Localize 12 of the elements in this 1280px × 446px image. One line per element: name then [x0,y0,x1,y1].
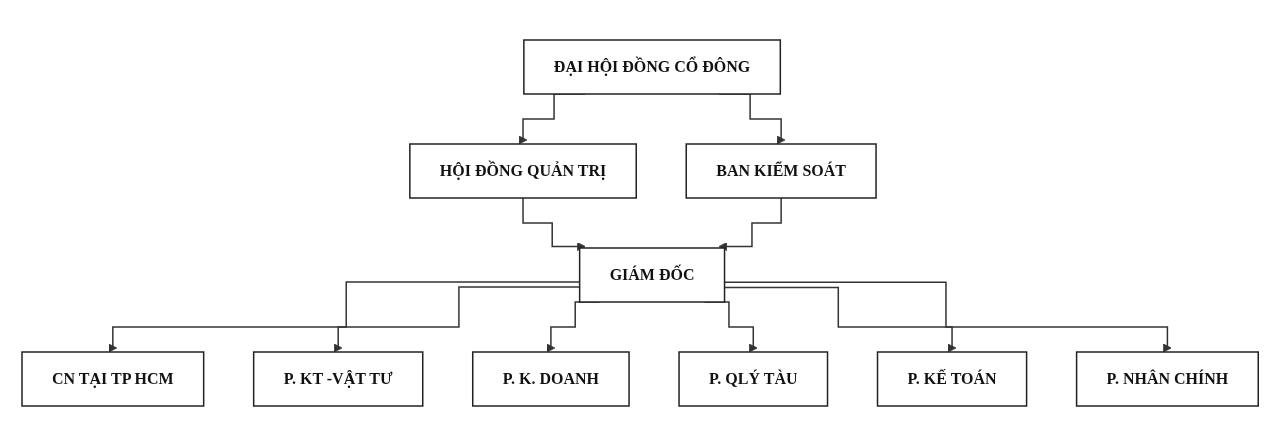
node-box: HỘI ĐỒNG QUẢN TRỊ [408,143,637,199]
node-box: P. NHÂN CHÍNH [1075,351,1259,407]
node-box: GIÁM ĐỐC [578,247,726,303]
arrow [522,197,586,251]
node-box: P. QLÝ TÀU [678,351,829,407]
node-box: ĐẠI HỘI ĐỒNG CỔ ĐÔNG [523,39,781,95]
arrow [718,197,782,251]
node-box: CN TẠI TP HCM [21,351,205,407]
node-box: P. KT -VẬT TƯ [252,351,424,407]
node-box: P. K. DOANH [471,351,630,407]
node-box: P. KẾ TOÁN [876,351,1028,407]
node-box: BAN KIỂM SOÁT [685,143,877,199]
